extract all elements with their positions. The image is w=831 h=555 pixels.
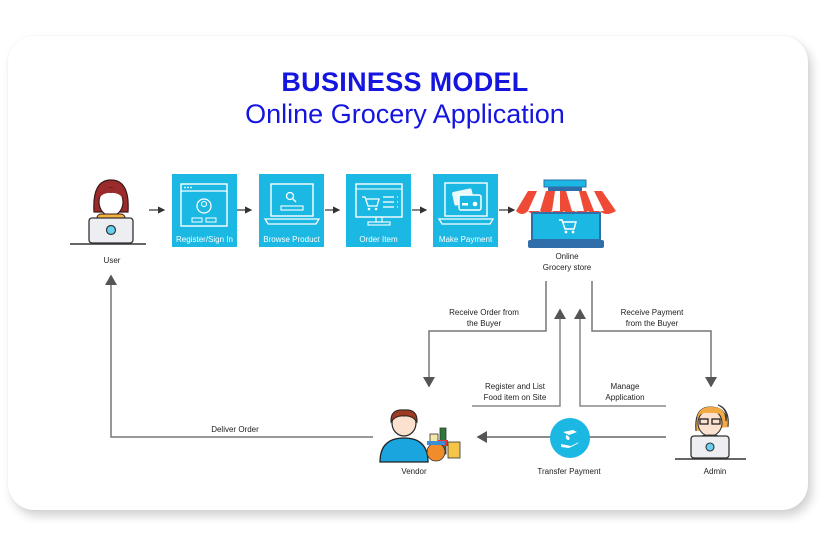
- flow-text: Receive Payment: [620, 308, 684, 317]
- step-label: Order Item: [359, 235, 398, 244]
- flow-text: Application: [605, 393, 645, 402]
- awning: [516, 191, 616, 214]
- grocery-store-icon: [516, 179, 616, 248]
- actor-admin-label: Admin: [703, 467, 727, 476]
- flow-text: from the Buyer: [625, 319, 679, 328]
- store-label-line1: Online: [555, 252, 579, 261]
- actor-store-label: Online Grocery store: [519, 251, 615, 273]
- flow-text: Manage: [610, 382, 640, 391]
- step-label: Register/Sign In: [176, 235, 233, 244]
- arrow-register-list: [472, 308, 566, 407]
- arrow-deliver-order: [105, 274, 373, 438]
- user-laptop-icon: [70, 179, 146, 245]
- step-label: Make Payment: [438, 235, 493, 244]
- flow-text: Register and List: [484, 382, 546, 391]
- step-make-payment[interactable]: Make Payment: [433, 174, 498, 247]
- flow-deliver-order-label: Deliver Order: [211, 425, 259, 434]
- page-title: BUSINESS MODEL: [281, 67, 529, 97]
- actor-vendor-label: Vendor: [401, 467, 427, 476]
- vendor-groceries-icon: [379, 409, 461, 463]
- flow-receive-order-label: Receive Order from the Buyer: [432, 307, 536, 329]
- arrow-receive-order: [423, 281, 547, 388]
- actor-user-label: User: [103, 256, 121, 265]
- user-login-window-icon: [180, 183, 228, 227]
- laptop-credit-card-icon: [437, 182, 495, 225]
- store-label-line2: Grocery store: [542, 263, 592, 272]
- step-register-sign-in[interactable]: Register/Sign In: [172, 174, 237, 247]
- flow-text: the Buyer: [466, 319, 502, 328]
- money-transfer-hands-icon: [550, 418, 590, 458]
- flow-register-list-label: Register and List Food item on Site: [472, 381, 558, 403]
- admin-laptop-icon: [675, 404, 746, 460]
- flow-manage-label: Manage Application: [588, 381, 662, 403]
- step-order-item[interactable]: Order Item: [346, 174, 411, 247]
- monitor-cart-icon: [355, 183, 403, 226]
- laptop-search-icon: [263, 183, 321, 225]
- flow-receive-payment-label: Receive Payment from the Buyer: [600, 307, 704, 329]
- step-label: Browse Product: [263, 235, 320, 244]
- flow-text: Food item on Site: [483, 393, 547, 402]
- page-subtitle: Online Grocery Application: [245, 99, 565, 129]
- arrow-manage: [574, 308, 666, 407]
- step-browse-product[interactable]: Browse Product: [259, 174, 324, 247]
- flow-transfer-payment-label: Transfer Payment: [537, 467, 601, 476]
- arrow-receive-payment: [591, 281, 717, 388]
- flow-text: Receive Order from: [449, 308, 519, 317]
